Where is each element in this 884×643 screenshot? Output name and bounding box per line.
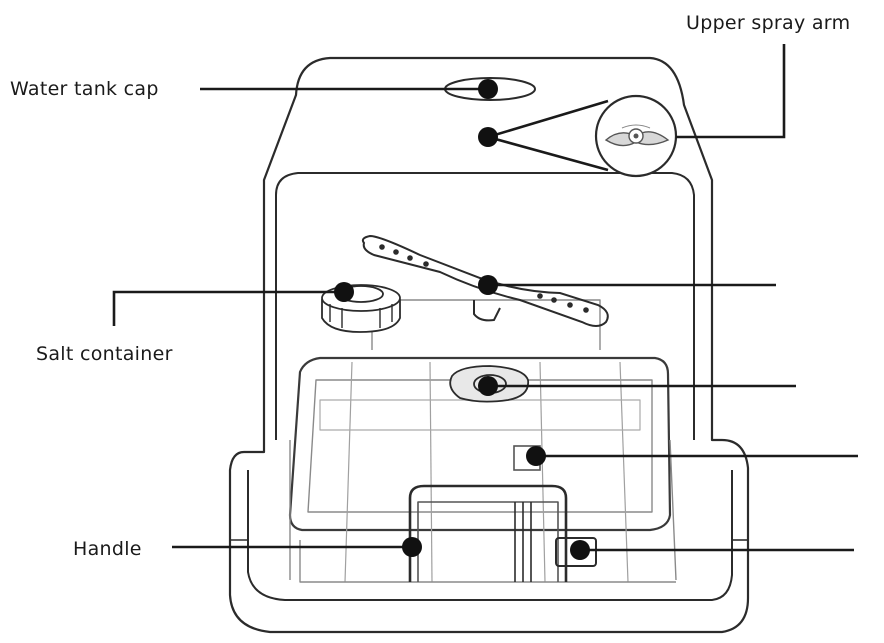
spray-arm-body	[361, 234, 609, 327]
dot-filter	[526, 446, 546, 466]
base-tray	[247, 470, 733, 601]
rack-wire	[619, 361, 629, 583]
rack-lower	[289, 439, 677, 581]
spray-nozzles	[379, 244, 589, 313]
body-outline	[228, 56, 750, 634]
holder-inner	[417, 501, 559, 582]
inner-back-wall	[275, 172, 695, 440]
leader-upper-spray-arm	[676, 44, 786, 139]
cutlery-holder	[408, 484, 568, 582]
rack-wire	[344, 361, 353, 583]
dot-handle	[402, 537, 422, 557]
leader-lines	[112, 44, 858, 552]
machine-body	[228, 56, 750, 634]
leader-magnifier-top	[487, 99, 609, 139]
rack-ledge	[319, 399, 641, 431]
rack-floor	[299, 540, 676, 583]
bottom-device	[555, 537, 597, 567]
leader-magnifier-bottom	[487, 135, 609, 172]
water-tank-cap-label: Water tank cap	[10, 78, 159, 100]
holder-outline	[408, 484, 568, 582]
leader-salt-container	[112, 290, 344, 326]
dot-upper-spray-arm	[478, 127, 498, 147]
dot-spray-arm	[478, 275, 498, 295]
salt-container-label: Salt container	[36, 343, 173, 365]
dot-bottom-device	[570, 540, 590, 560]
rack-wire	[539, 361, 546, 583]
handle-label: Handle	[73, 538, 142, 560]
rack-back-panel	[371, 299, 601, 350]
rack-top-rim	[288, 356, 672, 532]
spray-arm-hub	[473, 300, 501, 322]
upper-spray-arm-label: Upper spray arm	[686, 12, 851, 34]
spray-arm	[361, 234, 609, 327]
dot-water-tank-cap	[478, 79, 498, 99]
dot-lower-spray-arm	[478, 376, 498, 396]
dot-salt-container	[334, 282, 354, 302]
marker-dots	[334, 79, 590, 560]
dish-rack	[288, 299, 677, 583]
rack-wire	[429, 361, 433, 583]
spray-arm-magnifier	[594, 94, 678, 178]
